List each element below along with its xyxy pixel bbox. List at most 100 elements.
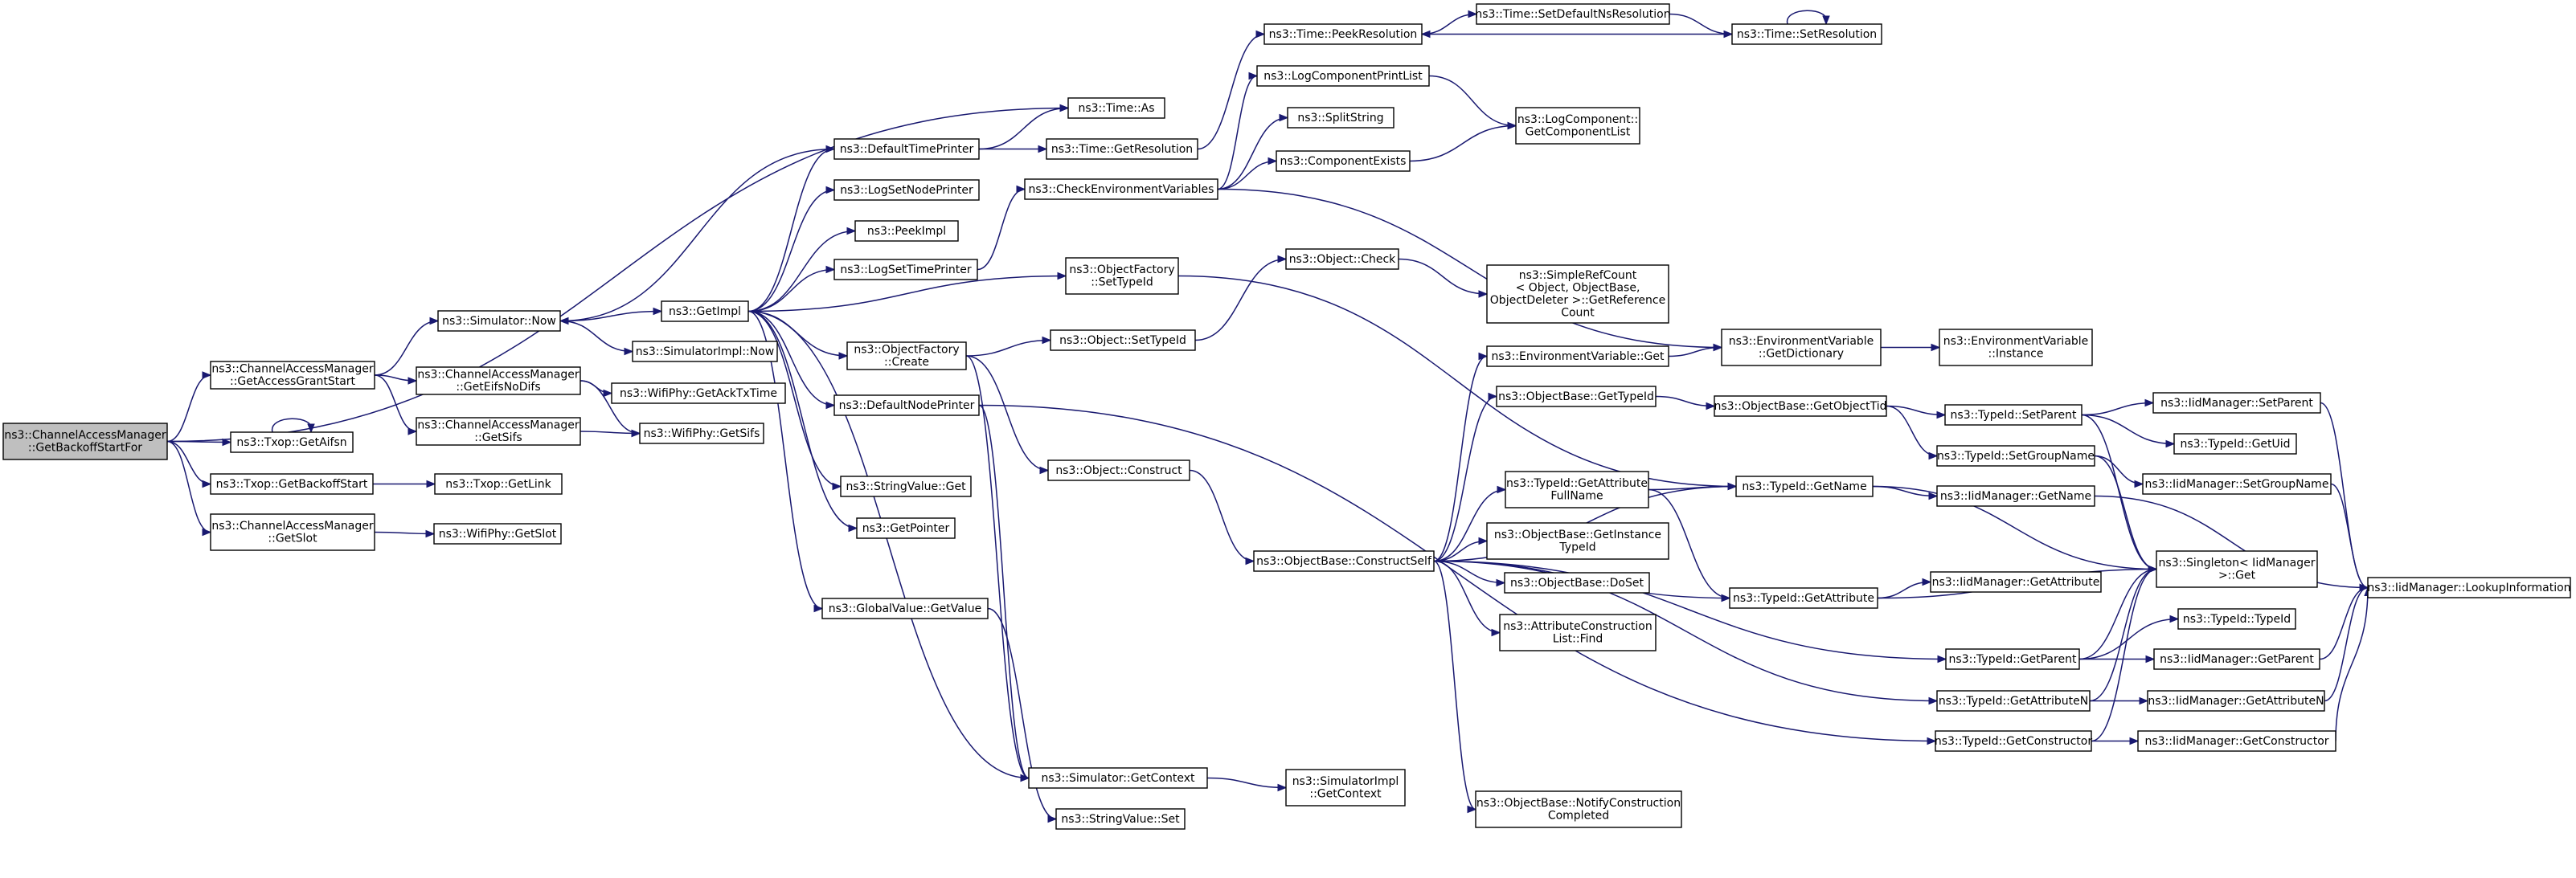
node-imLookup[interactable]: ns3::IidManager::LookupInformation (2367, 577, 2571, 598)
node-simImplGetContext[interactable]: ns3::SimulatorImpl::GetContext (1285, 769, 1406, 807)
node-tidGetUid[interactable]: ns3::TypeId::GetUid (2173, 433, 2297, 455)
edge-line (166, 440, 211, 533)
node-box (1504, 572, 1650, 594)
node-obConstructSelf[interactable]: ns3::ObjectBase::ConstructSelf (1253, 550, 1435, 572)
node-dtp[interactable]: ns3::DefaultTimePrinter (833, 138, 980, 160)
edge-line (1194, 258, 1287, 341)
node-evGetDict[interactable]: ns3::EnvironmentVariable::GetDictionary (1721, 329, 1882, 366)
node-tidTypeId[interactable]: ns3::TypeId::TypeId (2177, 608, 2296, 630)
edge-line (978, 404, 1936, 742)
node-svSet[interactable]: ns3::StringValue::Set (1055, 808, 1186, 830)
node-simGetContext[interactable]: ns3::Simulator::GetContext (1028, 767, 1208, 789)
node-imGetName[interactable]: ns3::IidManager::GetName (1936, 485, 2095, 507)
node-label: ns3::TypeId::GetConstructor (1935, 735, 2092, 748)
node-txopLink[interactable]: ns3::Txop::GetLink (434, 473, 563, 495)
edge-line (1217, 75, 1258, 190)
edge-line (559, 148, 835, 322)
node-wifiSifs[interactable]: ns3::WifiPhy::GetSifs (639, 423, 764, 444)
node-camSifs[interactable]: ns3::ChannelAccessManager::GetSifs (416, 417, 581, 446)
node-tidGetConstructor[interactable]: ns3::TypeId::GetConstructor (1935, 730, 2092, 752)
node-objSetTypeId[interactable]: ns3::Object::SetTypeId (1050, 329, 1196, 351)
node-dnp[interactable]: ns3::DefaultNodePrinter (833, 394, 980, 416)
edge-dnp-tidGetConstructor (978, 404, 1937, 745)
node-svGet[interactable]: ns3::StringValue::Get (840, 476, 972, 497)
edge-line (1433, 560, 1938, 702)
node-ofCreate[interactable]: ns3::ObjectFactory::Create (846, 341, 967, 370)
node-imSetGroupName[interactable]: ns3::IidManager::SetGroupName (2142, 473, 2332, 495)
node-getPointer[interactable]: ns3::GetPointer (856, 517, 956, 539)
node-lstp[interactable]: ns3::LogSetTimePrinter (833, 259, 978, 280)
node-ackTx[interactable]: ns3::WifiPhy::GetAckTxTime (611, 382, 786, 404)
node-label: ::GetDictionary (1759, 348, 1844, 361)
node-obGetTypeId[interactable]: ns3::ObjectBase::GetTypeId (1496, 386, 1657, 407)
node-imGetAttributeN[interactable]: ns3::IidManager::GetAttributeN (2147, 690, 2325, 712)
node-tidSetParent[interactable]: ns3::TypeId::SetParent (1944, 404, 2083, 426)
node-camSlot[interactable]: ns3::ChannelAccessManager::GetSlot (210, 513, 375, 551)
node-label: ::GetSlot (268, 533, 317, 545)
edge-tidGetAttribute-imGetAttribute (1877, 578, 1932, 599)
node-tidGetName[interactable]: ns3::TypeId::GetName (1735, 476, 1874, 497)
edge-arrowhead (1277, 255, 1288, 263)
node-evGet[interactable]: ns3::EnvironmentVariable::Get (1486, 345, 1669, 367)
node-gvGetValue[interactable]: ns3::GlobalValue::GetValue (821, 598, 989, 619)
node-simImplNow[interactable]: ns3::SimulatorImpl::Now (632, 341, 778, 362)
node-box (1944, 404, 2083, 426)
edge-arrowhead (1468, 10, 1478, 18)
node-label: ns3::ComponentExists (1280, 155, 1407, 168)
node-obDoSet[interactable]: ns3::ObjectBase::DoSet (1504, 572, 1650, 594)
node-box (1476, 3, 1670, 25)
node-splitString[interactable]: ns3::SplitString (1287, 107, 1394, 129)
edge-arrowhead (1042, 336, 1052, 345)
edge-dtp-timeGetRes (978, 145, 1048, 153)
edge-obConstructSelf-tidGetAttributeN (1433, 560, 1939, 705)
node-obGetObjectTid[interactable]: ns3::ObjectBase::GetObjectTid (1714, 395, 1887, 417)
edge-arrowhead (1047, 815, 1058, 823)
node-root[interactable]: ns3::ChannelAccessManager::GetBackoffSta… (2, 423, 168, 460)
node-txopBackoff[interactable]: ns3::Txop::GetBackoffStart (210, 473, 374, 495)
node-objCheck[interactable]: ns3::Object::Check (1285, 248, 1399, 270)
node-objConstruct[interactable]: ns3::Object::Construct (1047, 459, 1190, 481)
node-imGetParent[interactable]: ns3::IidManager::GetParent (2153, 648, 2320, 670)
node-peekRes[interactable]: ns3::Time::PeekResolution (1263, 23, 1423, 45)
node-cev[interactable]: ns3::CheckEnvironmentVariables (1024, 178, 1218, 200)
node-label: ns3::WifiPhy::GetSifs (644, 427, 760, 440)
node-imGetAttribute[interactable]: ns3::IidManager::GetAttribute (1930, 571, 2102, 593)
node-getImpl[interactable]: ns3::GetImpl (661, 300, 749, 322)
node-eifs[interactable]: ns3::ChannelAccessManager::GetEifsNoDifs (416, 366, 581, 395)
node-simNow[interactable]: ns3::Simulator::Now (437, 310, 561, 332)
node-imGetConstructor[interactable]: ns3::IidManager::GetConstructor (2137, 730, 2336, 752)
edge-dnp-simGetContext (978, 404, 1030, 782)
node-tidGetAttribute[interactable]: ns3::TypeId::GetAttribute (1729, 587, 1878, 609)
edge-line (2324, 586, 2369, 702)
node-lsnp[interactable]: ns3::LogSetNodePrinter (833, 179, 980, 201)
edge-line (747, 310, 1030, 779)
node-timeGetRes[interactable]: ns3::Time::GetResolution (1046, 138, 1198, 160)
node-setRes[interactable]: ns3::Time::SetResolution (1731, 23, 1882, 45)
node-tidGetAttributeN[interactable]: ns3::TypeId::GetAttributeN (1936, 690, 2091, 712)
node-ofSetTypeId[interactable]: ns3::ObjectFactory::SetTypeId (1065, 257, 1179, 295)
edge-imSetGroupName-imLookup (2330, 483, 2369, 592)
node-imSetParent[interactable]: ns3::IidManager::SetParent (2152, 392, 2321, 414)
node-timeAs[interactable]: ns3::Time::As (1067, 97, 1165, 119)
node-setDefNsRes[interactable]: ns3::Time::SetDefaultNsResolution (1475, 3, 1671, 25)
node-obNotify[interactable]: ns3::ObjectBase::NotifyConstructionCompl… (1475, 790, 1682, 828)
edge-arrowhead (653, 307, 663, 316)
node-gagStart[interactable]: ns3::ChannelAccessManager::GetAccessGran… (210, 361, 375, 390)
node-compExists[interactable]: ns3::ComponentExists (1276, 150, 1411, 172)
node-lcGetList[interactable]: ns3::LogComponent::GetComponentList (1515, 107, 1640, 145)
node-label: ::SetTypeId (1091, 276, 1153, 289)
node-tidGetParent[interactable]: ns3::TypeId::GetParent (1945, 648, 2080, 670)
node-evInstance[interactable]: ns3::EnvironmentVariable::Instance (1939, 329, 2093, 366)
node-peekImpl[interactable]: ns3::PeekImpl (854, 220, 959, 242)
node-wifiSlot[interactable]: ns3::WifiPhy::GetSlot (433, 523, 562, 545)
edge-arrowhead (1936, 410, 1947, 419)
node-lcpl[interactable]: ns3::LogComponentPrintList (1256, 65, 1430, 87)
node-srcGetRef[interactable]: ns3::SimpleRefCount< Object, ObjectBase,… (1486, 264, 1669, 324)
node-singletonGet[interactable]: ns3::Singleton< IidManager>::Get (2156, 550, 2318, 588)
node-txopAifsn[interactable]: ns3::Txop::GetAifsn (230, 431, 354, 453)
edge-line (559, 310, 662, 322)
node-tidSetGroupName[interactable]: ns3::TypeId::SetGroupName (1936, 445, 2095, 467)
